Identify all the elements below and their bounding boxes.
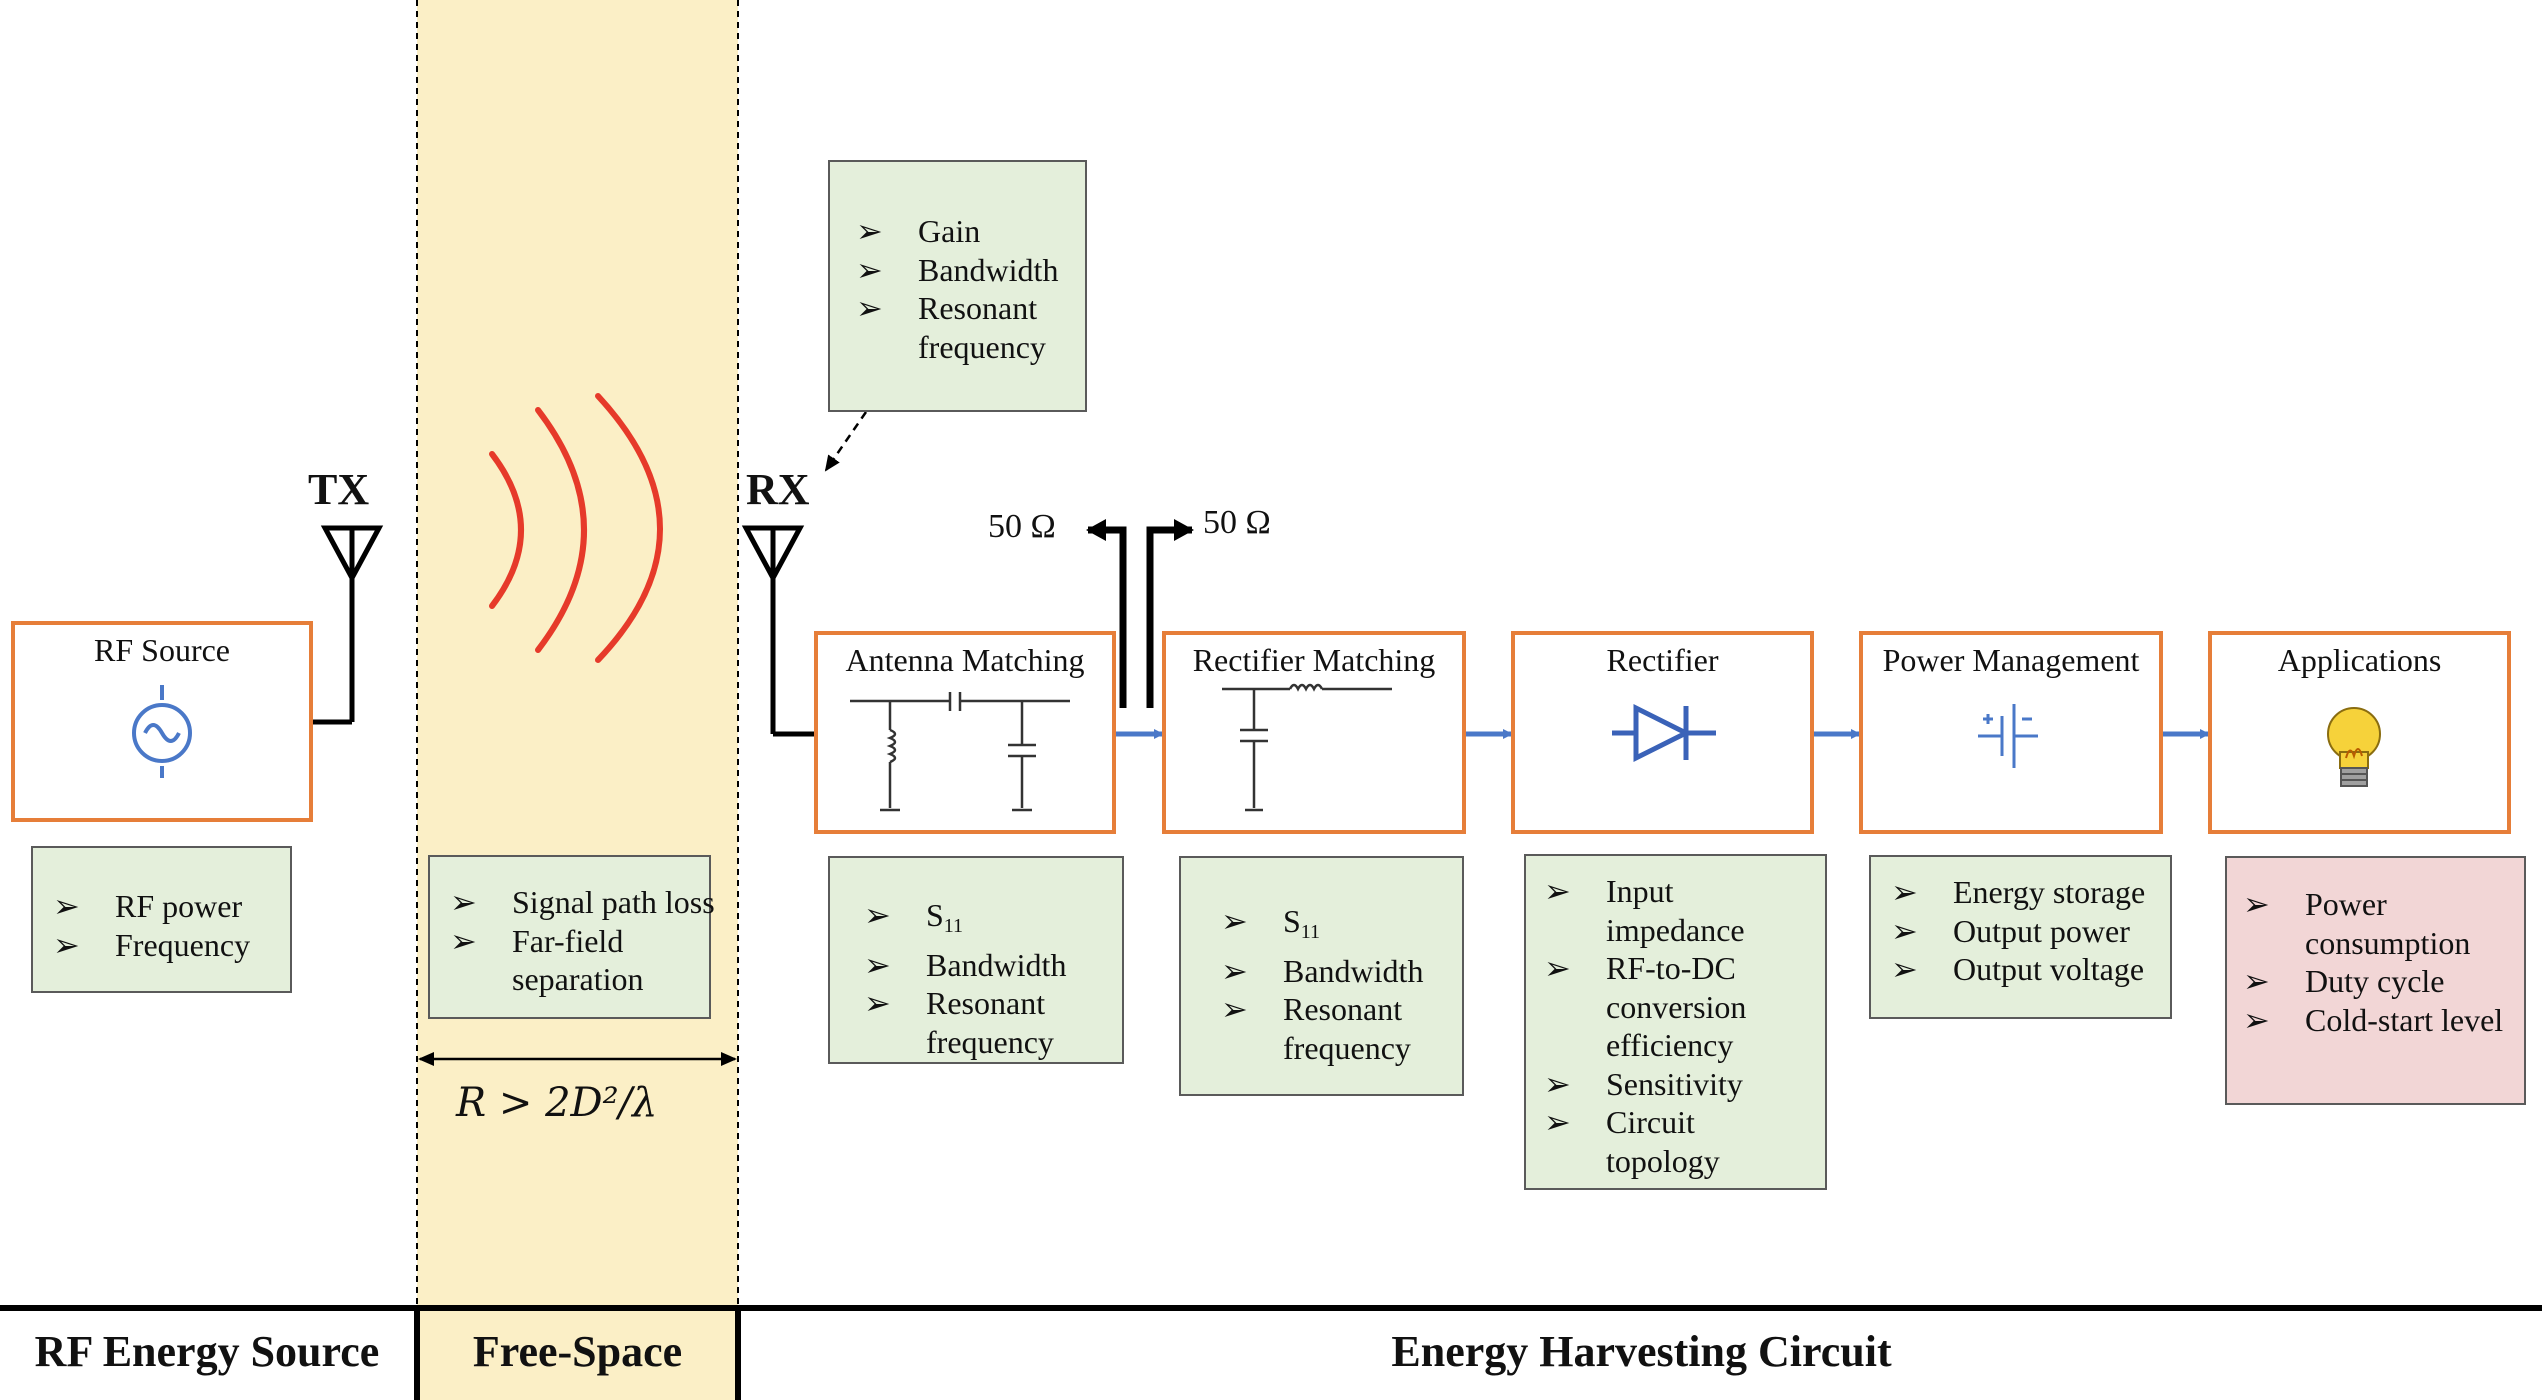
param-item: ➢Power: [2243, 886, 2387, 922]
param-item: ➢Resonant: [1221, 991, 1403, 1027]
param-item: ➢Energy storage: [1891, 874, 2146, 910]
param-item: ➢Far-field: [450, 922, 624, 959]
param-item: impedance: [1606, 911, 1745, 948]
section-rf-energy-source: RF Energy Source: [34, 1327, 380, 1376]
param-item: topology: [1606, 1142, 1720, 1179]
rx-label: RX: [746, 465, 810, 514]
param-item: ➢Bandwidth: [864, 946, 1067, 983]
param-item: ➢Signal path loss: [450, 884, 715, 920]
param-item: ➢Sensitivity: [1544, 1065, 1743, 1102]
rf-source-block: [11, 621, 313, 822]
param-item: conversion: [1606, 988, 1747, 1025]
param-item: ➢Input: [1544, 873, 1674, 909]
diode-icon: [1612, 703, 1716, 763]
tx-label: TX: [308, 465, 370, 514]
port-left-arrow: [1086, 519, 1127, 708]
antenna-matching-label: Antenna Matching: [845, 642, 1085, 678]
param-item: ➢RF power: [53, 888, 243, 924]
rectifier-matching-label: Rectifier Matching: [1192, 642, 1436, 678]
param-item: ➢S11: [1221, 903, 1321, 943]
antenna-matching-params-box: ➢S11 ➢Bandwidth ➢Resonant frequency: [828, 856, 1124, 1064]
param-item: ➢Duty cycle: [2243, 963, 2445, 999]
rectifier-matching-schematic-icon: [1222, 683, 1392, 812]
far-field-formula: R > 2D²/λ: [456, 1080, 658, 1126]
param-item: efficiency: [1606, 1027, 1734, 1063]
power-management-label: Power Management: [1882, 642, 2140, 678]
section-free-space: Free-Space: [472, 1327, 683, 1376]
antenna-param-pointer: [824, 411, 868, 472]
tx-antenna-icon: [311, 525, 384, 725]
antenna-matching-block: [814, 631, 1116, 834]
rf-source-label: RF Source: [94, 632, 230, 668]
applications-params-box: ➢Power consumption ➢Duty cycle ➢Cold-sta…: [2225, 856, 2526, 1105]
param-item: ➢Frequency: [53, 926, 251, 963]
free-space-params-box: ➢Signal path loss ➢Far-field separation: [428, 855, 715, 1019]
param-item: ➢Bandwidth: [1221, 952, 1424, 989]
ac-source-icon: [132, 685, 192, 778]
param-item: ➢Resonant: [864, 985, 1046, 1021]
param-item: ➢Bandwidth: [856, 251, 1059, 288]
param-item: ➢Output power: [1891, 912, 2130, 949]
rx-antenna-icon: [741, 525, 816, 737]
param-item: ➢Resonant: [856, 290, 1038, 326]
param-item: ➢RF-to-DC: [1544, 950, 1736, 986]
power-management-params-box: ➢Energy storage ➢Output power ➢Output vo…: [1869, 855, 2172, 1019]
param-item: ➢S11: [864, 897, 964, 937]
free-space-band: [417, 0, 738, 1400]
port-left-label: 50 Ω: [988, 508, 1056, 545]
param-item: ➢Output voltage: [1891, 951, 2145, 987]
power-management-block: [1859, 631, 2163, 834]
param-item: ➢Gain: [856, 213, 981, 249]
param-item: consumption: [2305, 924, 2471, 961]
param-item: frequency: [926, 1023, 1054, 1060]
param-item: frequency: [918, 328, 1046, 365]
rf-waves: [489, 393, 663, 663]
battery-icon: [1978, 704, 2038, 768]
rectifier-params-box: ➢Input impedance ➢RF-to-DC conversion ef…: [1524, 854, 1827, 1190]
section-energy-harvesting-circuit: Energy Harvesting Circuit: [1391, 1327, 1892, 1376]
antenna-matching-schematic-icon: [850, 692, 1070, 812]
param-item: ➢Circuit: [1544, 1104, 1695, 1140]
port-right-arrow: [1146, 519, 1194, 708]
applications-label: Applications: [2277, 642, 2442, 678]
port-right-label: 50 Ω: [1203, 504, 1271, 541]
rectifier-matching-block: [1162, 631, 1466, 834]
rf-source-params-box: ➢RF power ➢Frequency: [31, 846, 292, 993]
rectifier-label: Rectifier: [1606, 642, 1719, 678]
antenna-params-box: ➢Gain ➢Bandwidth ➢Resonant frequency: [828, 160, 1087, 412]
param-item: separation: [512, 961, 644, 997]
light-bulb-icon: [2327, 707, 2381, 787]
param-item: frequency: [1283, 1029, 1411, 1066]
param-item: ➢Cold-start level: [2243, 1001, 2504, 1038]
rectifier-matching-params-box: ➢S11 ➢Bandwidth ➢Resonant frequency: [1179, 856, 1464, 1096]
